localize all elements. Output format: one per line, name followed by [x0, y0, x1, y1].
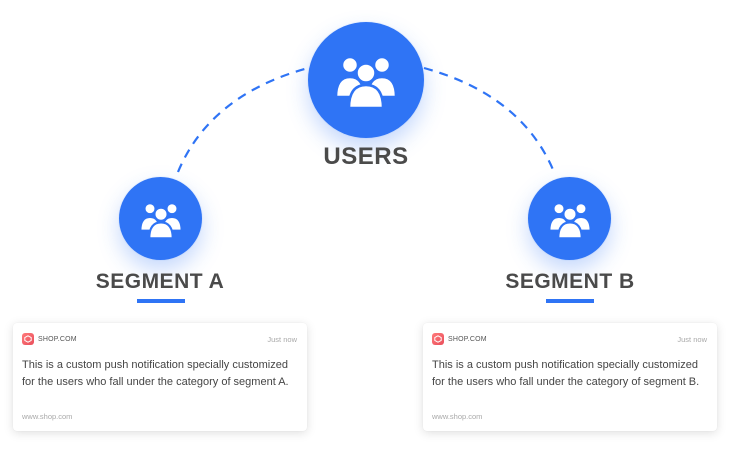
- shop-app-icon: [22, 333, 34, 345]
- users-group-icon: [547, 201, 592, 239]
- segment-a-underline: [137, 299, 185, 303]
- notification-header: SHOP.COM Just now: [22, 332, 297, 346]
- notification-time: Just now: [267, 334, 297, 344]
- segment-b-underline: [546, 299, 594, 303]
- notification-time: Just now: [677, 334, 707, 344]
- notification-app-name: SHOP.COM: [38, 335, 77, 343]
- segment-a-label: SEGMENT A: [95, 270, 225, 293]
- segment-b-node: [528, 177, 611, 260]
- shop-app-icon: [432, 333, 444, 345]
- notification-message: This is a custom push notification speci…: [432, 359, 700, 388]
- notification-url: www.shop.com: [432, 412, 483, 421]
- notification-card-segment-b[interactable]: SHOP.COM Just now This is a custom push …: [423, 323, 717, 431]
- segment-a-node: [119, 177, 202, 260]
- connector-right: [423, 66, 556, 173]
- notification-app-name: SHOP.COM: [448, 335, 487, 343]
- connector-left: [176, 66, 309, 173]
- notification-header: SHOP.COM Just now: [432, 332, 707, 346]
- users-node: [308, 22, 424, 138]
- users-label: USERS: [323, 143, 409, 170]
- notification-url: www.shop.com: [22, 412, 73, 421]
- notification-message: This is a custom push notification speci…: [22, 359, 289, 388]
- segment-b-label: SEGMENT B: [505, 270, 635, 293]
- users-group-icon: [138, 201, 183, 239]
- users-group-icon: [334, 55, 398, 109]
- notification-card-segment-a[interactable]: SHOP.COM Just now This is a custom push …: [13, 323, 307, 431]
